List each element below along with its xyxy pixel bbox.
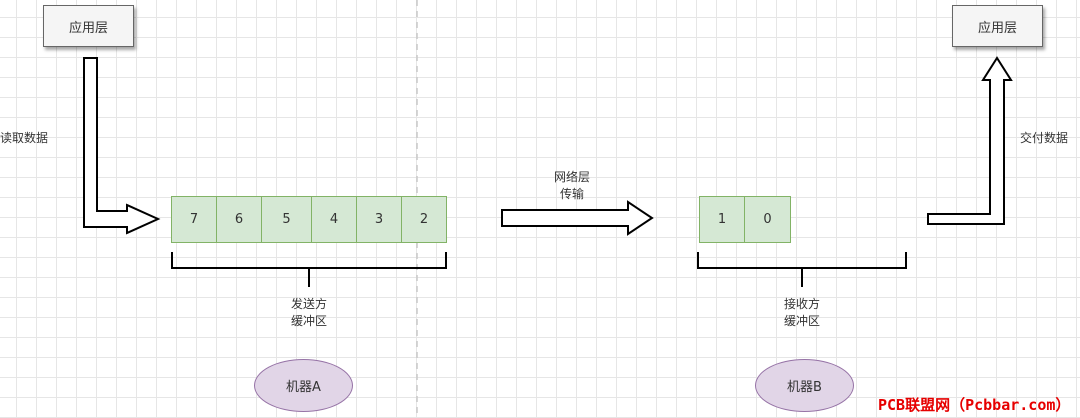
- sender-buffer-cell: 4: [311, 196, 357, 243]
- machine-b-label: 机器B: [787, 380, 822, 395]
- network-arrow: [501, 200, 654, 236]
- machine-a-label: 机器A: [286, 380, 321, 395]
- read-data-label: 读取数据: [0, 131, 49, 145]
- receiver-buffer-label-line1: 接收方: [783, 297, 820, 311]
- deliver-data-label: 交付数据: [1020, 131, 1069, 145]
- receiver-buffer-bracket: [697, 252, 907, 287]
- network-label: 网络层 传输: [527, 169, 617, 203]
- receiver-buffer-label-line2: 缓冲区: [783, 314, 820, 328]
- network-label-line1: 网络层: [553, 170, 590, 184]
- app-layer-label-b: 应用层: [977, 20, 1017, 36]
- sender-buffer-label-line2: 缓冲区: [290, 314, 327, 328]
- sender-buffer-cell: 5: [261, 196, 312, 243]
- sender-buffer-cell: 3: [356, 196, 402, 243]
- receiver-buffer-cell: 0: [744, 196, 791, 243]
- sender-buffer-cell: 6: [216, 196, 262, 243]
- sender-buffer-label: 发送方 缓冲区: [259, 296, 359, 330]
- machine-a-node: 机器A: [254, 359, 353, 412]
- machine-b-node: 机器B: [755, 359, 854, 412]
- receiver-buffer-label: 接收方 缓冲区: [752, 296, 852, 330]
- app-layer-box-b: 应用层: [952, 5, 1043, 47]
- app-layer-box-a: 应用层: [43, 5, 134, 47]
- receiver-buffer-cell: 1: [699, 196, 745, 243]
- sender-buffer-cell: 2: [401, 196, 447, 243]
- sender-buffer-cell: 7: [171, 196, 217, 243]
- read-arrow: [83, 57, 161, 235]
- sender-buffer-bracket: [171, 252, 447, 287]
- deliver-arrow: [927, 56, 1013, 225]
- network-label-line2: 传输: [559, 187, 584, 201]
- watermark-text: PCB联盟网（Pcbbar.com）: [878, 396, 1071, 414]
- sender-buffer-label-line1: 发送方: [290, 297, 327, 311]
- app-layer-label-a: 应用层: [68, 20, 108, 36]
